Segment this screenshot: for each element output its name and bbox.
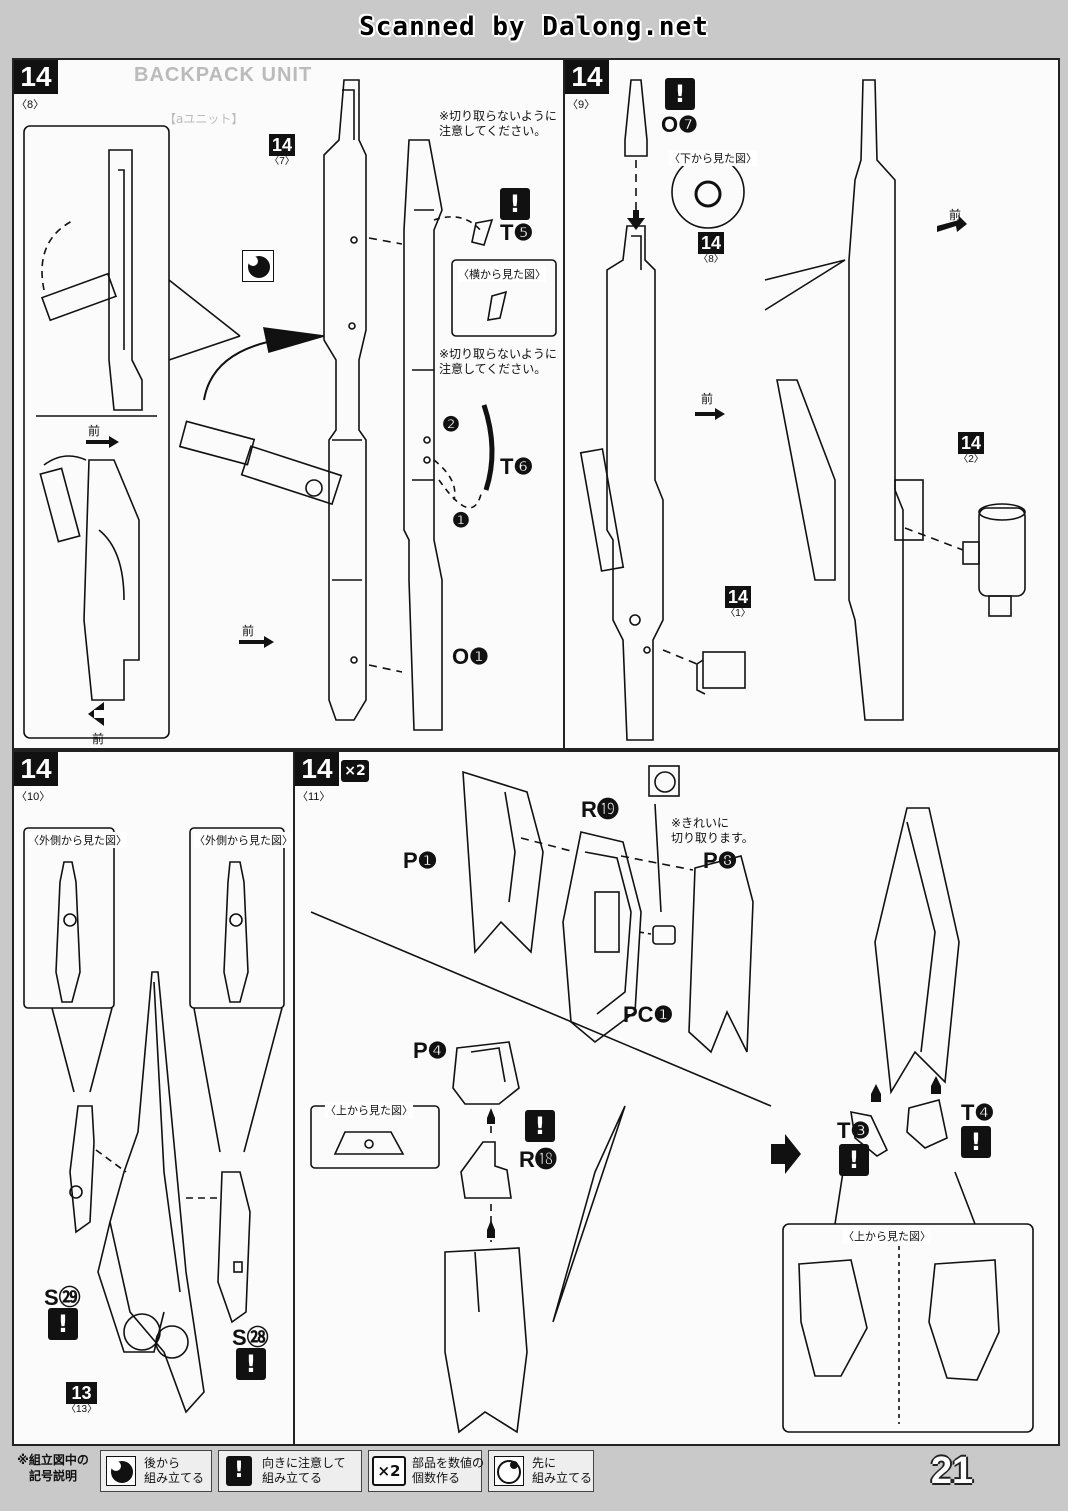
- symbol-legend: ※組立図中の 記号説明 後から 組み立てる ! 向きに注意して 組み立てる ×2…: [12, 1446, 1056, 1496]
- legend-item-assemble-first: 先に 組み立てる: [488, 1450, 594, 1492]
- front-direction-label: 前: [88, 424, 101, 438]
- part-label-p8: P❽: [703, 848, 738, 873]
- part-label-t6: T❻: [500, 454, 534, 479]
- legend-title: ※組立図中の 記号説明: [17, 1453, 89, 1483]
- step-sub-number: 〈9〉: [567, 99, 596, 111]
- part-label-o1: O❶: [452, 644, 489, 669]
- step-sub-number: 〈10〉: [16, 791, 51, 803]
- part-label-t4: T❹: [961, 1100, 995, 1125]
- panel-step-14-8: 14 〈8〉 BACKPACK UNIT 【aユニット】: [12, 58, 565, 750]
- caution-orientation-icon: !: [236, 1348, 266, 1380]
- front-direction-label: 前: [242, 624, 255, 638]
- outer-view-caption: 〈外側から見た図〉: [28, 832, 127, 848]
- legend-item-assemble-later: 後から 組み立てる: [100, 1450, 212, 1492]
- front-direction-label: 前: [92, 732, 105, 746]
- step-number: 14: [295, 752, 339, 786]
- legend-text: 部品を数値の 個数作る: [412, 1456, 485, 1485]
- outer-view-caption: 〈外側から見た図〉: [194, 832, 293, 848]
- ref-step-14-2: 14〈2〉: [958, 432, 985, 465]
- caution-orientation-icon: !: [525, 1110, 555, 1142]
- assemble-later-icon: [104, 1454, 138, 1488]
- part-label-p1: P❶: [403, 848, 438, 873]
- backpack-assembly-drawing: [23, 79, 557, 739]
- legend-item-caution-orientation: ! 向きに注意して 組み立てる: [218, 1450, 362, 1492]
- panel-step-14-9: 14 〈9〉: [563, 58, 1060, 750]
- caution-note-cut: ※切り取らないように 注意してください。: [439, 109, 557, 138]
- binder-assembly-drawing: [23, 827, 285, 1414]
- part-label-t5: T❺: [500, 220, 534, 245]
- part-label-t3: T❸: [837, 1118, 871, 1143]
- front-direction-label: 前: [701, 392, 714, 406]
- caution-orientation-icon: !: [500, 188, 530, 220]
- faint-unit-label: 【aユニット】: [164, 112, 244, 126]
- ref-step-14-8: 14〈8〉: [698, 232, 725, 265]
- legend-item-multiplier: ×2 部品を数値の 個数作る: [368, 1450, 485, 1492]
- panel-step-14-10: 14 〈10〉 〈外: [12, 750, 295, 1446]
- step-number: 14: [14, 60, 58, 94]
- top-view-caption: 〈上から見た図〉: [843, 1228, 931, 1244]
- faint-backpack-title: BACKPACK UNIT: [134, 64, 313, 86]
- legend-text: 先に 組み立てる: [532, 1456, 593, 1485]
- ref-step-13-13: 13〈13〉: [66, 1382, 98, 1415]
- step-number: 14: [565, 60, 609, 94]
- caution-orientation-icon: !: [665, 78, 695, 110]
- step-sub-number: 〈11〉: [297, 791, 331, 803]
- ref-step-14-1: 14〈1〉: [725, 586, 752, 619]
- part-label-s29: S㉙: [44, 1285, 81, 1310]
- caution-orientation-icon: !: [48, 1308, 78, 1340]
- part-label-s28: S㉘: [232, 1325, 269, 1350]
- step-marker-2: ❷: [442, 414, 460, 436]
- part-label-p4: P❹: [413, 1038, 448, 1063]
- clean-cut-note: ※きれいに 切り取ります。: [671, 816, 754, 845]
- caution-orientation-icon: !: [839, 1144, 869, 1176]
- legend-text: 向きに注意して 組み立てる: [262, 1456, 346, 1485]
- side-view-caption: 〈横から見た図〉: [458, 266, 546, 282]
- scan-banner: Scanned by Dalong.net: [359, 12, 709, 42]
- page-number: 21: [930, 1450, 974, 1492]
- caution-orientation-icon: !: [222, 1454, 256, 1488]
- step-sub-number: 〈8〉: [16, 99, 45, 111]
- assemble-later-icon: [242, 250, 274, 282]
- multiplier-badge: ×2: [341, 760, 369, 782]
- multiplier-icon: ×2: [372, 1454, 406, 1488]
- caution-note-cut: ※切り取らないように 注意してください。: [439, 347, 557, 376]
- ref-step-14-7: 14〈7〉: [269, 134, 296, 167]
- step-marker-1: ❶: [452, 510, 470, 532]
- front-direction-label: 前: [949, 208, 962, 222]
- bottom-view-caption: 〈下から見た図〉: [669, 150, 757, 166]
- step-number: 14: [14, 752, 58, 786]
- assemble-first-icon: [492, 1454, 526, 1488]
- panel-step-14-11: 14 〈11〉 ×2: [293, 750, 1060, 1446]
- part-label-r19: R⓳: [581, 797, 619, 822]
- part-label-pc1: PC❶: [623, 1002, 674, 1027]
- backpack-stage-drawing: [579, 79, 1026, 741]
- legend-text: 後から 組み立てる: [144, 1456, 205, 1485]
- top-view-caption: 〈上から見た図〉: [325, 1102, 413, 1118]
- part-label-o7: O❼: [661, 112, 698, 137]
- caution-orientation-icon: !: [961, 1126, 991, 1158]
- part-label-r18: R⓲: [519, 1147, 557, 1172]
